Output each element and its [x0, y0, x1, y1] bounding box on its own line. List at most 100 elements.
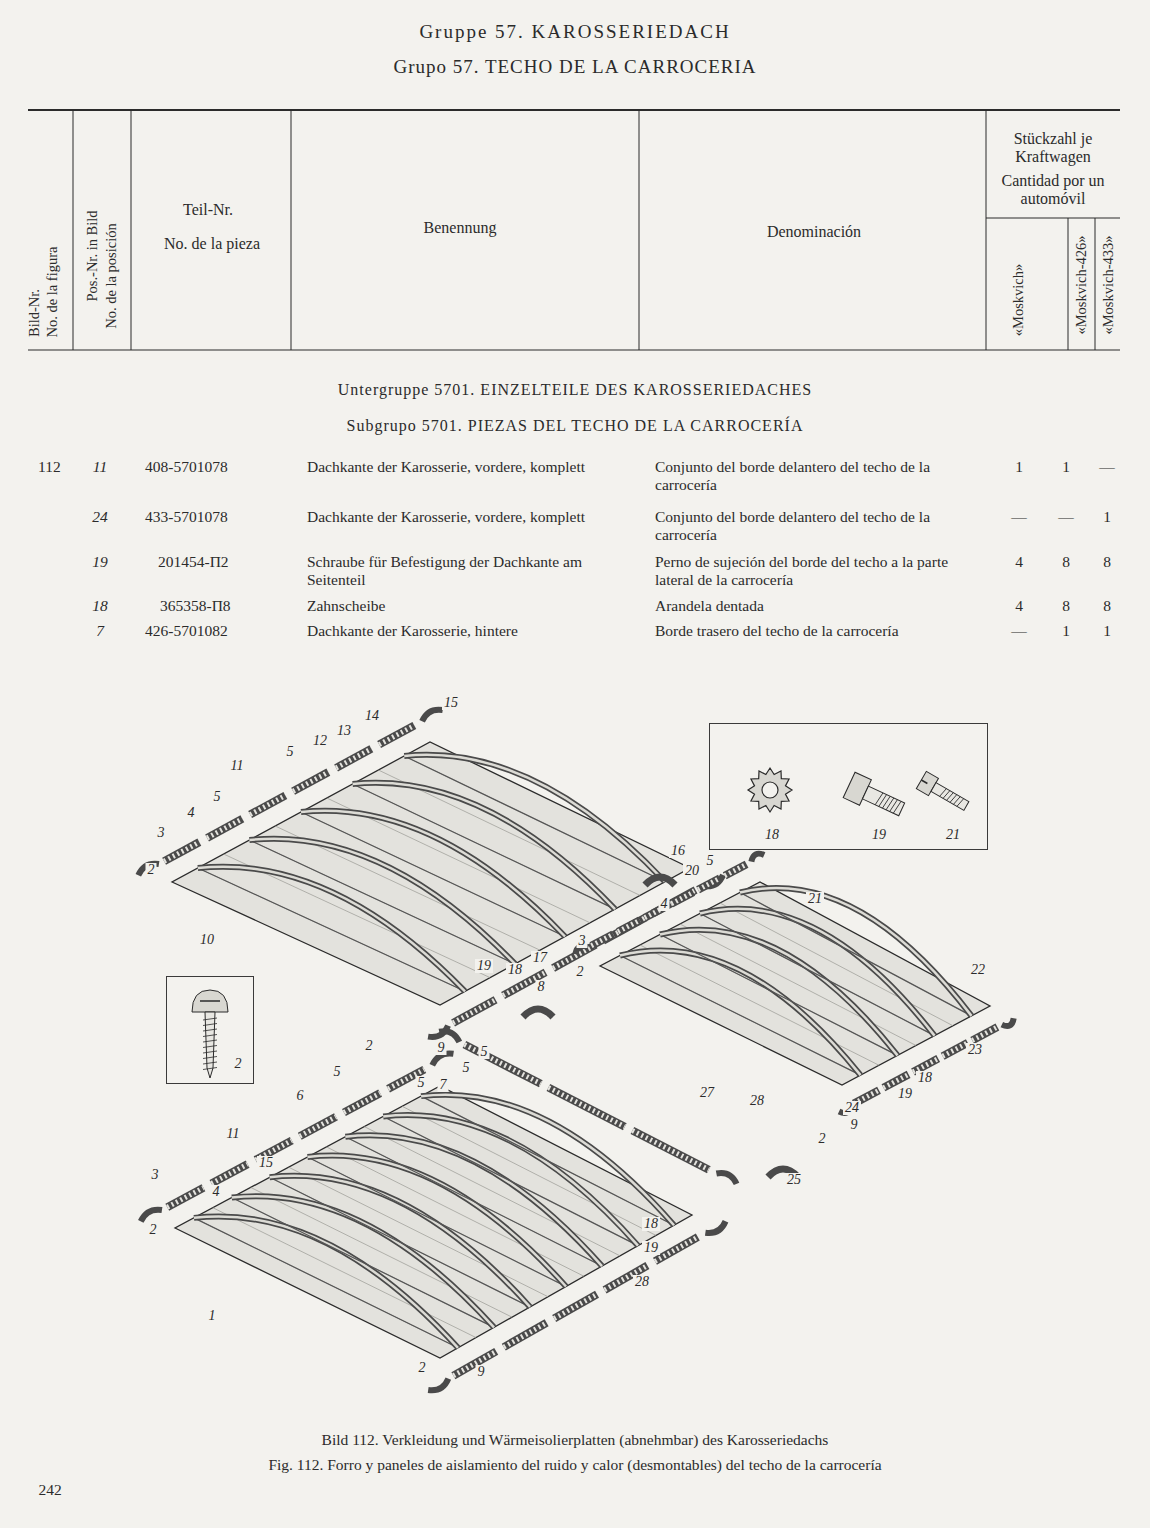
callout-number: 11 [225, 1127, 242, 1141]
thread-line [203, 1062, 217, 1064]
callout-number: 12 [311, 734, 329, 748]
strip-texture [164, 842, 199, 861]
rib [383, 1115, 638, 1246]
rib [740, 888, 972, 1016]
rib [700, 909, 935, 1036]
callout-number: 2 [575, 965, 586, 979]
part-number: 365358-П8 [160, 597, 231, 615]
page-number: 242 [38, 1481, 61, 1499]
thread-line [203, 1068, 217, 1070]
thread-line [893, 801, 901, 815]
callout-number: 18 [916, 1071, 934, 1085]
strip-segment [379, 725, 414, 744]
end-piece [428, 1379, 448, 1391]
callout-number: 5 [212, 790, 223, 804]
strip-segment [336, 749, 371, 768]
panel-groove [720, 903, 953, 1026]
thread-line [882, 795, 890, 809]
quantity: 1 [1015, 458, 1023, 476]
strip-segment [554, 1294, 597, 1318]
table-rule [131, 110, 132, 350]
column-header: Cantidad por un automóvil [988, 172, 1118, 209]
strip-segment [250, 795, 285, 814]
column-header: Teil-Nr. [183, 201, 233, 219]
panel-groove [270, 1177, 530, 1307]
thread-line [203, 1040, 217, 1042]
table-rule [1068, 218, 1069, 350]
rib [421, 1095, 674, 1226]
strip-segment [453, 1000, 496, 1023]
callout-number: 3 [156, 826, 167, 840]
thread-line [879, 794, 887, 808]
rib-foot [404, 756, 665, 882]
rib [194, 1216, 458, 1347]
column-header: No. de la posición [103, 223, 120, 329]
position-number: 18 [92, 597, 108, 615]
quantity: 1 [1103, 508, 1111, 526]
screw-slot [921, 780, 927, 784]
strip-texture [453, 1000, 496, 1023]
rib-highlight [620, 950, 861, 1075]
callout-number: 9 [476, 1365, 487, 1379]
callout-number: 4 [659, 897, 670, 911]
strip-texture [725, 864, 747, 875]
figure-caption: Fig. 112. Forro y paneles de aislamiento… [268, 1456, 881, 1474]
callout-number: 6 [295, 1089, 306, 1103]
callout-number: 5 [285, 745, 296, 759]
callout-number: 15 [257, 1156, 275, 1170]
quantity: — [1099, 458, 1115, 476]
german-name: Dachkante der Karosserie, vordere, kompl… [307, 458, 632, 476]
rib-highlight [660, 930, 898, 1056]
quantity: 8 [1062, 597, 1070, 615]
strip-segment [655, 1237, 698, 1261]
screw-shank [931, 783, 969, 811]
thread-line [203, 1046, 217, 1048]
callout-number: 27 [698, 1086, 716, 1100]
quantity: 8 [1062, 553, 1070, 571]
moulding-strip [141, 1054, 454, 1222]
position-number: 11 [93, 458, 107, 476]
strip-texture [671, 892, 693, 903]
strip-texture [943, 1043, 968, 1056]
strip-texture [698, 878, 720, 889]
end-piece [705, 1221, 725, 1233]
strip-texture [655, 1237, 698, 1261]
strip-segment [344, 1093, 380, 1112]
callout-number: 19 [642, 1241, 660, 1255]
fastener-drawings [192, 768, 971, 1078]
thread-line [203, 1029, 217, 1031]
strip-texture [167, 1188, 203, 1207]
german-name: Dachkante der Karosserie, vordere, kompl… [307, 508, 632, 526]
strip-texture [913, 1059, 938, 1072]
spanish-name: Conjunto del borde delantero del techo d… [655, 458, 973, 494]
strip-texture [653, 890, 696, 913]
rib-highlight [194, 1216, 458, 1347]
strip-texture [211, 1164, 247, 1183]
rib [345, 1135, 602, 1266]
callout-number: 28 [748, 1094, 766, 1108]
german-name: Schraube für Befestigung der Dachkante a… [307, 553, 632, 589]
model-header: «Moskvich-426» [1073, 235, 1090, 334]
roof-panels [138, 710, 1013, 1391]
panel-groove [308, 1157, 567, 1287]
callout-number: 25 [785, 1173, 803, 1187]
panel-sheet [600, 882, 990, 1085]
model-header: «Moskvich» [1010, 264, 1027, 337]
strip-segment [883, 1074, 908, 1087]
curved-piece [523, 1009, 553, 1017]
panel-groove [421, 1096, 674, 1225]
quantity: 8 [1103, 553, 1111, 571]
end-piece [716, 1173, 736, 1184]
subgroup-heading: Untergruppe 5701. EINZELTEILE DES KAROSS… [338, 381, 812, 399]
rib [270, 1176, 530, 1307]
callout-number: 19 [475, 959, 493, 973]
quantity: 1 [1062, 622, 1070, 640]
column-header: Denominación [767, 223, 861, 241]
callout-number: 4 [211, 1185, 222, 1199]
rib-highlight [383, 1115, 638, 1246]
rib-highlight [404, 755, 665, 882]
column-header: Bild-Nr. [26, 289, 43, 337]
callout-number: 3 [577, 934, 588, 948]
screw-head [192, 990, 228, 1012]
